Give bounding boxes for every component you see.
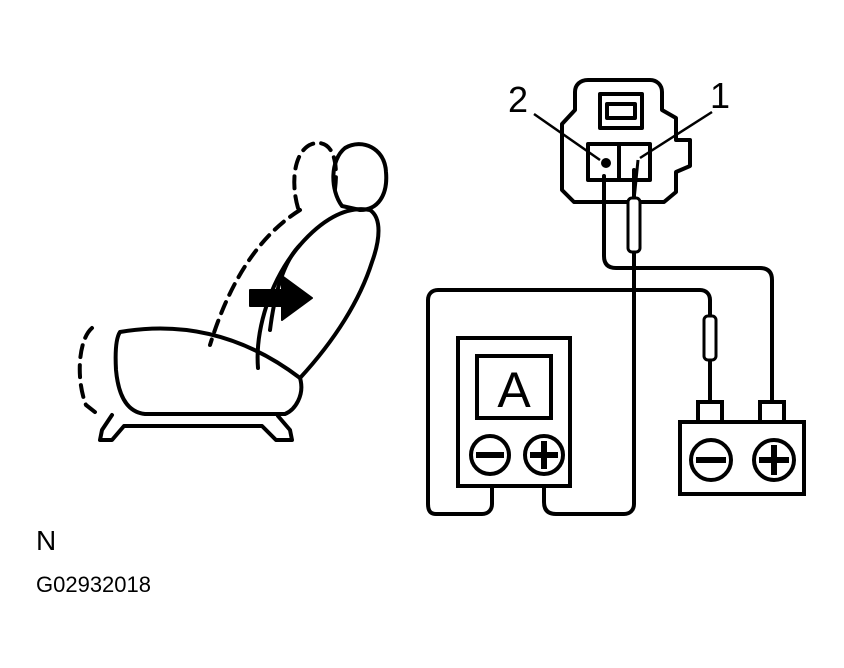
corner-note: N <box>36 525 56 556</box>
pin-2-label: 2 <box>508 79 528 120</box>
ammeter-symbol: A <box>497 362 531 418</box>
ammeter-icon <box>456 336 572 488</box>
pin-2-leader <box>533 112 601 162</box>
arrow-right-icon <box>249 275 313 321</box>
seat-icon <box>77 141 389 442</box>
pin-1-label: 1 <box>710 75 730 116</box>
probe-2 <box>702 314 718 402</box>
probe-1 <box>626 159 642 254</box>
pin-2-dot <box>601 158 611 168</box>
figure-code: G02932018 <box>36 572 151 597</box>
battery-icon <box>678 400 806 496</box>
connector <box>560 78 692 204</box>
wires <box>426 168 774 516</box>
pin-1-leader <box>639 110 713 160</box>
